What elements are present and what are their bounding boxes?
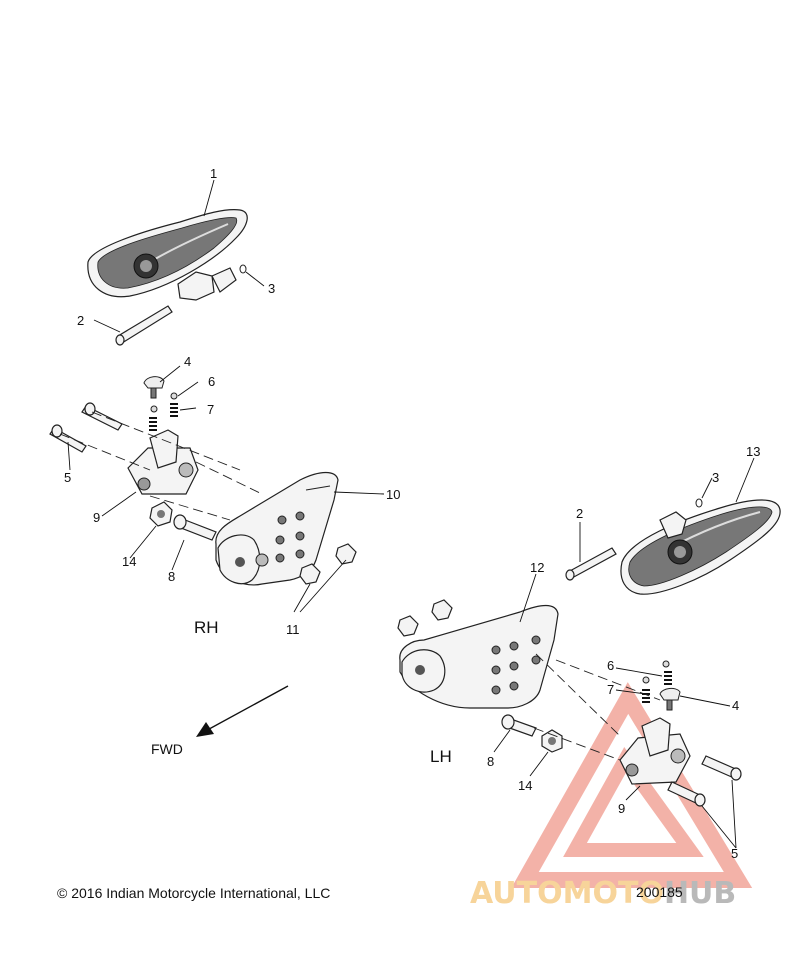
callout-4-lh: 4 (732, 698, 739, 713)
callout-7-lh: 7 (607, 682, 614, 697)
callout-3-rh: 3 (268, 281, 275, 296)
forward-arrow (196, 685, 289, 737)
fwd-label: FWD (151, 741, 183, 757)
callout-6-lh: 6 (607, 658, 614, 673)
ball-6-lh-a (662, 660, 670, 668)
nut-11-rh (299, 543, 357, 585)
callout-6-rh: 6 (208, 374, 215, 389)
callout-9-rh: 9 (93, 510, 100, 525)
bracket-10-rh (215, 471, 339, 586)
watermark-word: AUTOMOTOHUB (470, 876, 736, 911)
callout-8-lh: 8 (487, 754, 494, 769)
nut-14-lh (541, 729, 563, 753)
watermark-logo (511, 682, 753, 888)
bolt-5-rh (49, 402, 123, 453)
diagram-number: 200185 (636, 884, 683, 900)
bracket-12-lh (399, 604, 559, 709)
leader-lines (67, 179, 755, 849)
pin-lh (565, 547, 617, 581)
callout-3-lh: 3 (712, 470, 719, 485)
footboard-lh (620, 499, 781, 595)
callout-5-lh: 5 (731, 846, 738, 861)
callout-7-rh: 7 (207, 402, 214, 417)
callout-12: 12 (530, 560, 544, 575)
watermark-word-part1: AUTOMOTO (470, 876, 664, 911)
screw-4-lh (659, 687, 681, 711)
callout-1: 1 (210, 166, 217, 181)
clip-rh (239, 264, 247, 274)
callout-10: 10 (386, 487, 400, 502)
callout-2-lh: 2 (576, 506, 583, 521)
ball-6-lh-b (642, 676, 650, 684)
nut-14-rh (149, 501, 173, 527)
clip-lh (695, 498, 703, 508)
callout-8-rh: 8 (168, 569, 175, 584)
clevis-9-lh (619, 717, 691, 785)
watermark-triangle-inner (563, 746, 704, 857)
watermark-word-part2: HUB (664, 876, 736, 911)
copyright-text: © 2016 Indian Motorcycle International, … (57, 885, 330, 901)
callout-13: 13 (746, 444, 760, 459)
callout-4-rh: 4 (184, 354, 191, 369)
bolt-5-lh (667, 755, 742, 807)
callout-2-rh: 2 (77, 313, 84, 328)
footboard-rh (87, 209, 248, 301)
rh-side-label: RH (194, 618, 219, 637)
spring-7-rh (149, 403, 178, 431)
clevis-9-rh (127, 429, 199, 495)
callout-11: 11 (286, 622, 300, 637)
callout-5-rh: 5 (64, 470, 71, 485)
screw-4-rh (143, 376, 165, 399)
assembly-lines-rh (59, 411, 263, 521)
nut-lh-top (397, 599, 453, 637)
bolt-8-lh (501, 714, 537, 737)
pin-rh (115, 305, 173, 346)
callout-14-lh: 14 (518, 778, 532, 793)
callout-9-lh: 9 (618, 801, 625, 816)
ball-6-rh-a (150, 405, 158, 413)
bolt-8-rh (173, 514, 217, 541)
callout-14-rh: 14 (122, 554, 136, 569)
ball-6-rh-b (170, 392, 178, 400)
lh-side-label: LH (430, 747, 452, 766)
